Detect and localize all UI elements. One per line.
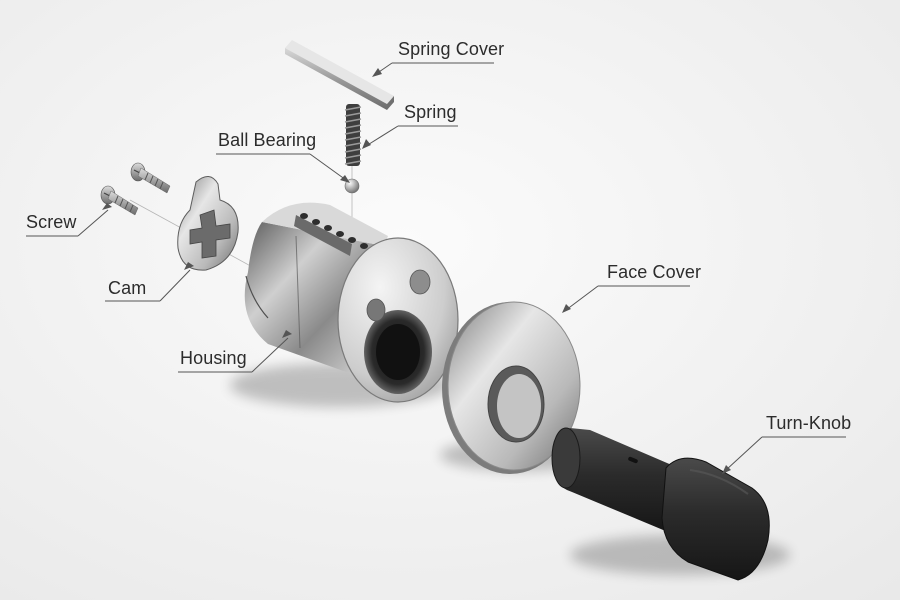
label-turn-knob: Turn-Knob xyxy=(766,413,852,433)
screw-upper-part xyxy=(130,162,171,194)
label-spring: Spring xyxy=(404,102,457,122)
label-housing: Housing xyxy=(180,348,247,368)
leader-arrowheads xyxy=(102,68,731,474)
label-ball-bearing: Ball Bearing xyxy=(218,130,317,150)
spring-cover-part xyxy=(285,40,394,110)
label-spring-cover: Spring Cover xyxy=(398,39,505,59)
spring-part xyxy=(344,104,362,166)
face-cover-part xyxy=(442,301,581,474)
label-screw: Screw xyxy=(26,212,77,232)
housing-hole-right xyxy=(409,269,431,295)
screw-lower-part xyxy=(100,185,139,216)
housing-hole-left xyxy=(366,298,386,322)
turn-knob-part xyxy=(551,427,770,581)
label-face-cover: Face Cover xyxy=(607,262,702,282)
cam-part xyxy=(177,176,239,271)
housing-part xyxy=(244,202,459,403)
label-cam: Cam xyxy=(108,278,147,298)
leader-lines xyxy=(26,62,846,471)
housing-pin-slots xyxy=(300,213,368,249)
